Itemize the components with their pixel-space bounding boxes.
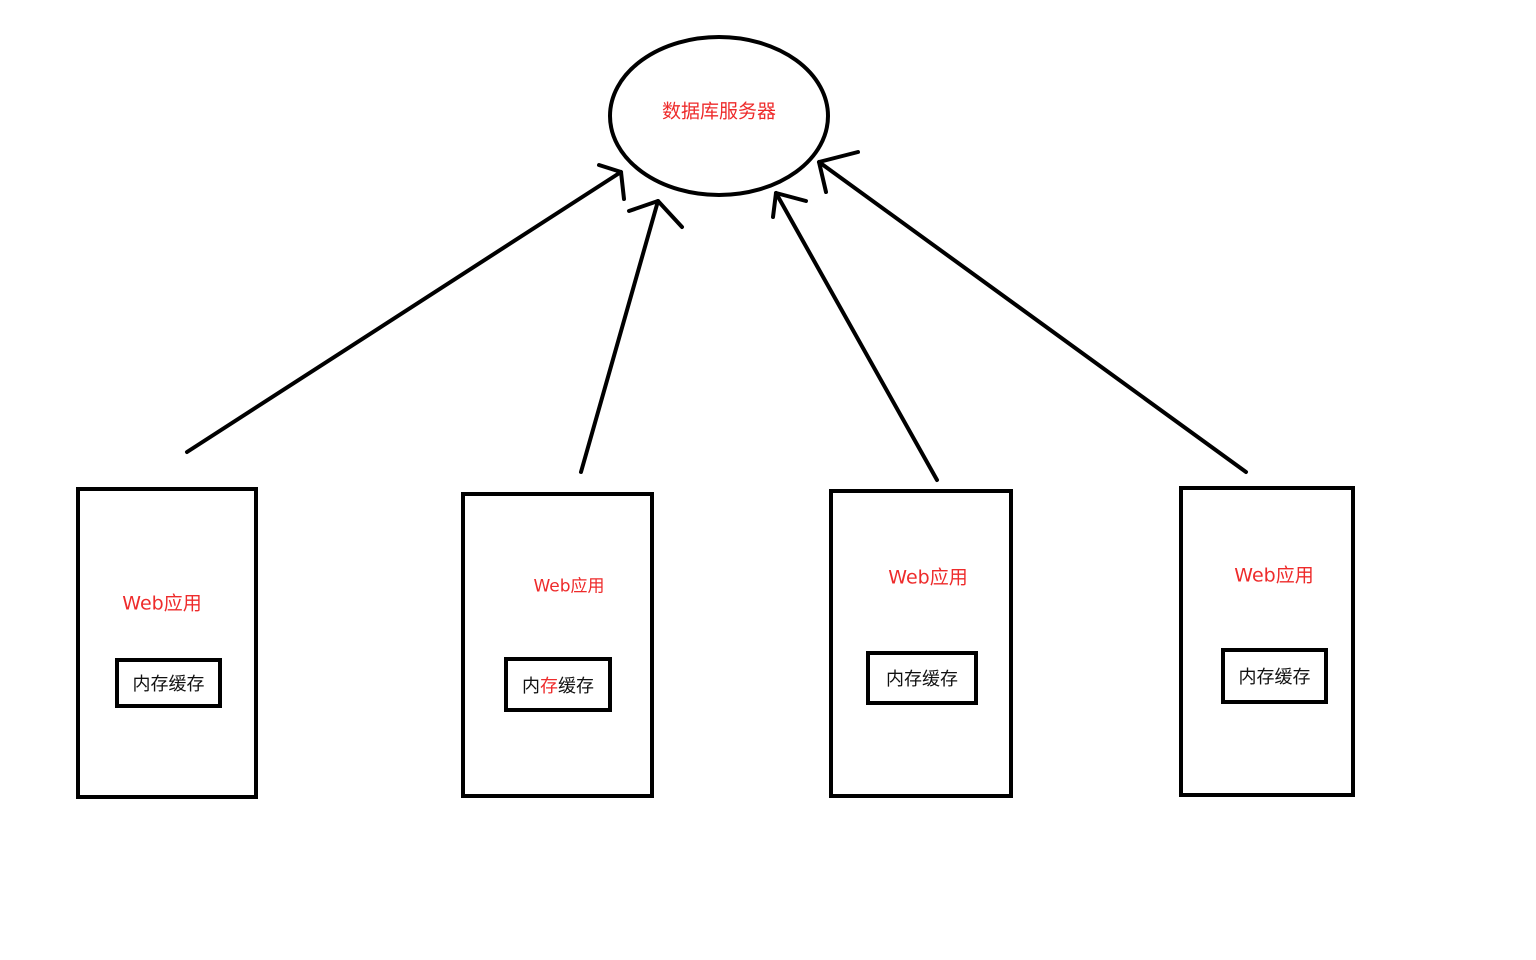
database-server-label: 数据库服务器 <box>661 100 777 123</box>
arrow-line-4 <box>817 160 1248 474</box>
web-app-node-2 <box>461 492 654 798</box>
arrow-head-1 <box>597 163 626 201</box>
arrow-head-4 <box>817 150 860 194</box>
memory-cache-box-2: 内存缓存 <box>504 657 612 712</box>
web-app-node-1 <box>76 487 258 799</box>
memory-cache-box-3: 内存缓存 <box>866 651 978 705</box>
memory-cache-label-2-part-a: 内 <box>522 675 540 697</box>
arrow-line-1 <box>185 170 623 454</box>
memory-cache-box-4: 内存缓存 <box>1221 648 1328 704</box>
arrow-line-2 <box>579 199 660 474</box>
web-app-node-4 <box>1179 486 1355 797</box>
database-server-ellipse <box>608 35 830 197</box>
memory-cache-label-2-part-b: 缓存 <box>558 675 594 697</box>
memory-cache-label-2-highlight: 存 <box>540 675 558 697</box>
web-app-label-3: Web应用 <box>888 566 968 589</box>
web-app-node-3 <box>829 489 1013 798</box>
arrow-head-2 <box>627 199 684 229</box>
arrow-line-3 <box>774 191 939 482</box>
web-app-label-2: Web应用 <box>533 576 605 597</box>
web-app-label-1: Web应用 <box>122 592 202 615</box>
memory-cache-box-1: 内存缓存 <box>115 658 222 708</box>
arrow-head-3 <box>771 191 808 219</box>
web-app-label-4: Web应用 <box>1234 564 1314 587</box>
